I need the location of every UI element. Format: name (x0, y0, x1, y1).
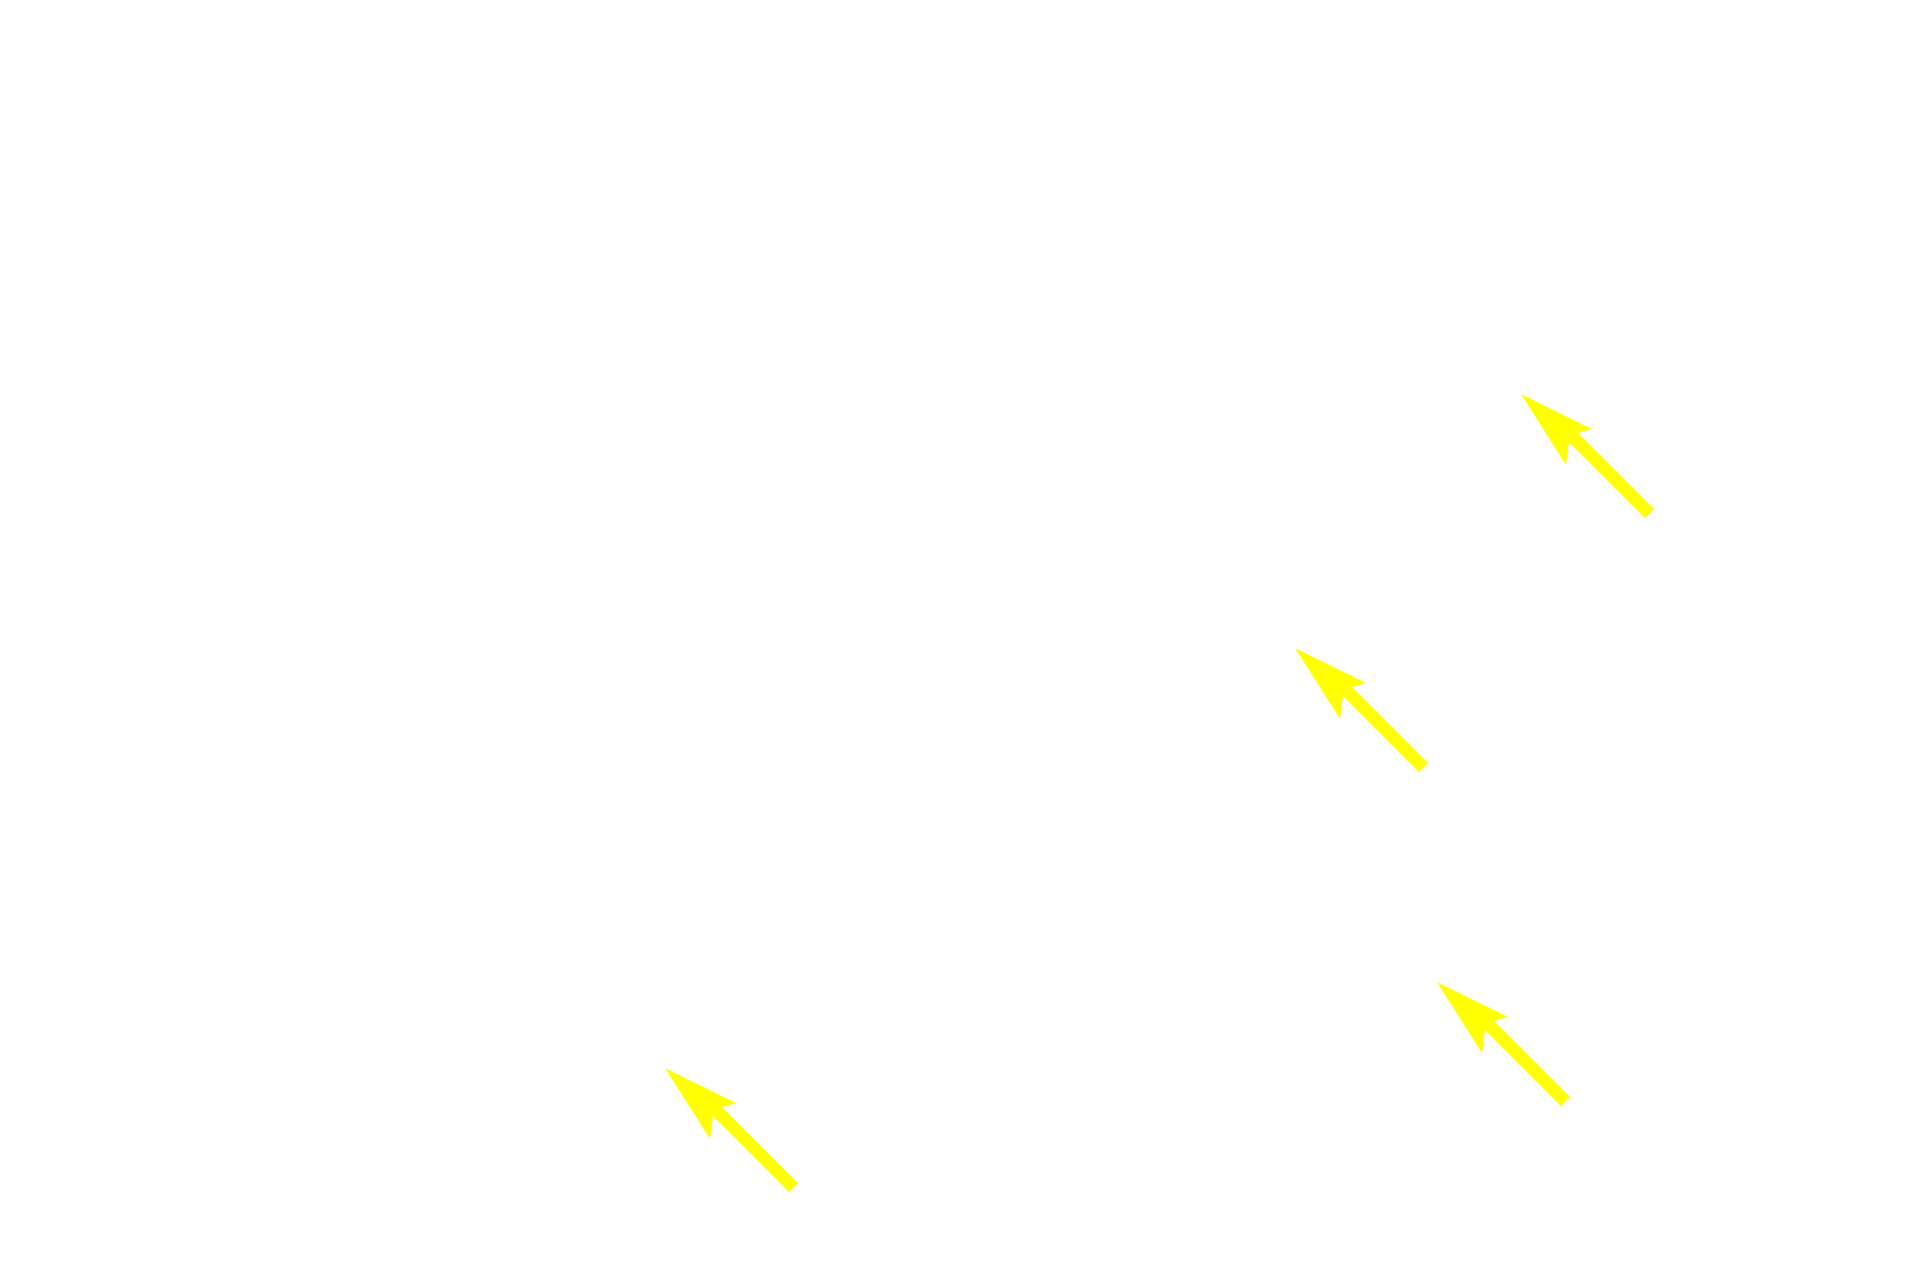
arrow-up-left-icon (1521, 394, 1654, 518)
arrow-up-left-icon (1437, 982, 1570, 1106)
arrow-up-left-icon (665, 1068, 798, 1192)
arrow-up-left-icon (1295, 648, 1428, 772)
